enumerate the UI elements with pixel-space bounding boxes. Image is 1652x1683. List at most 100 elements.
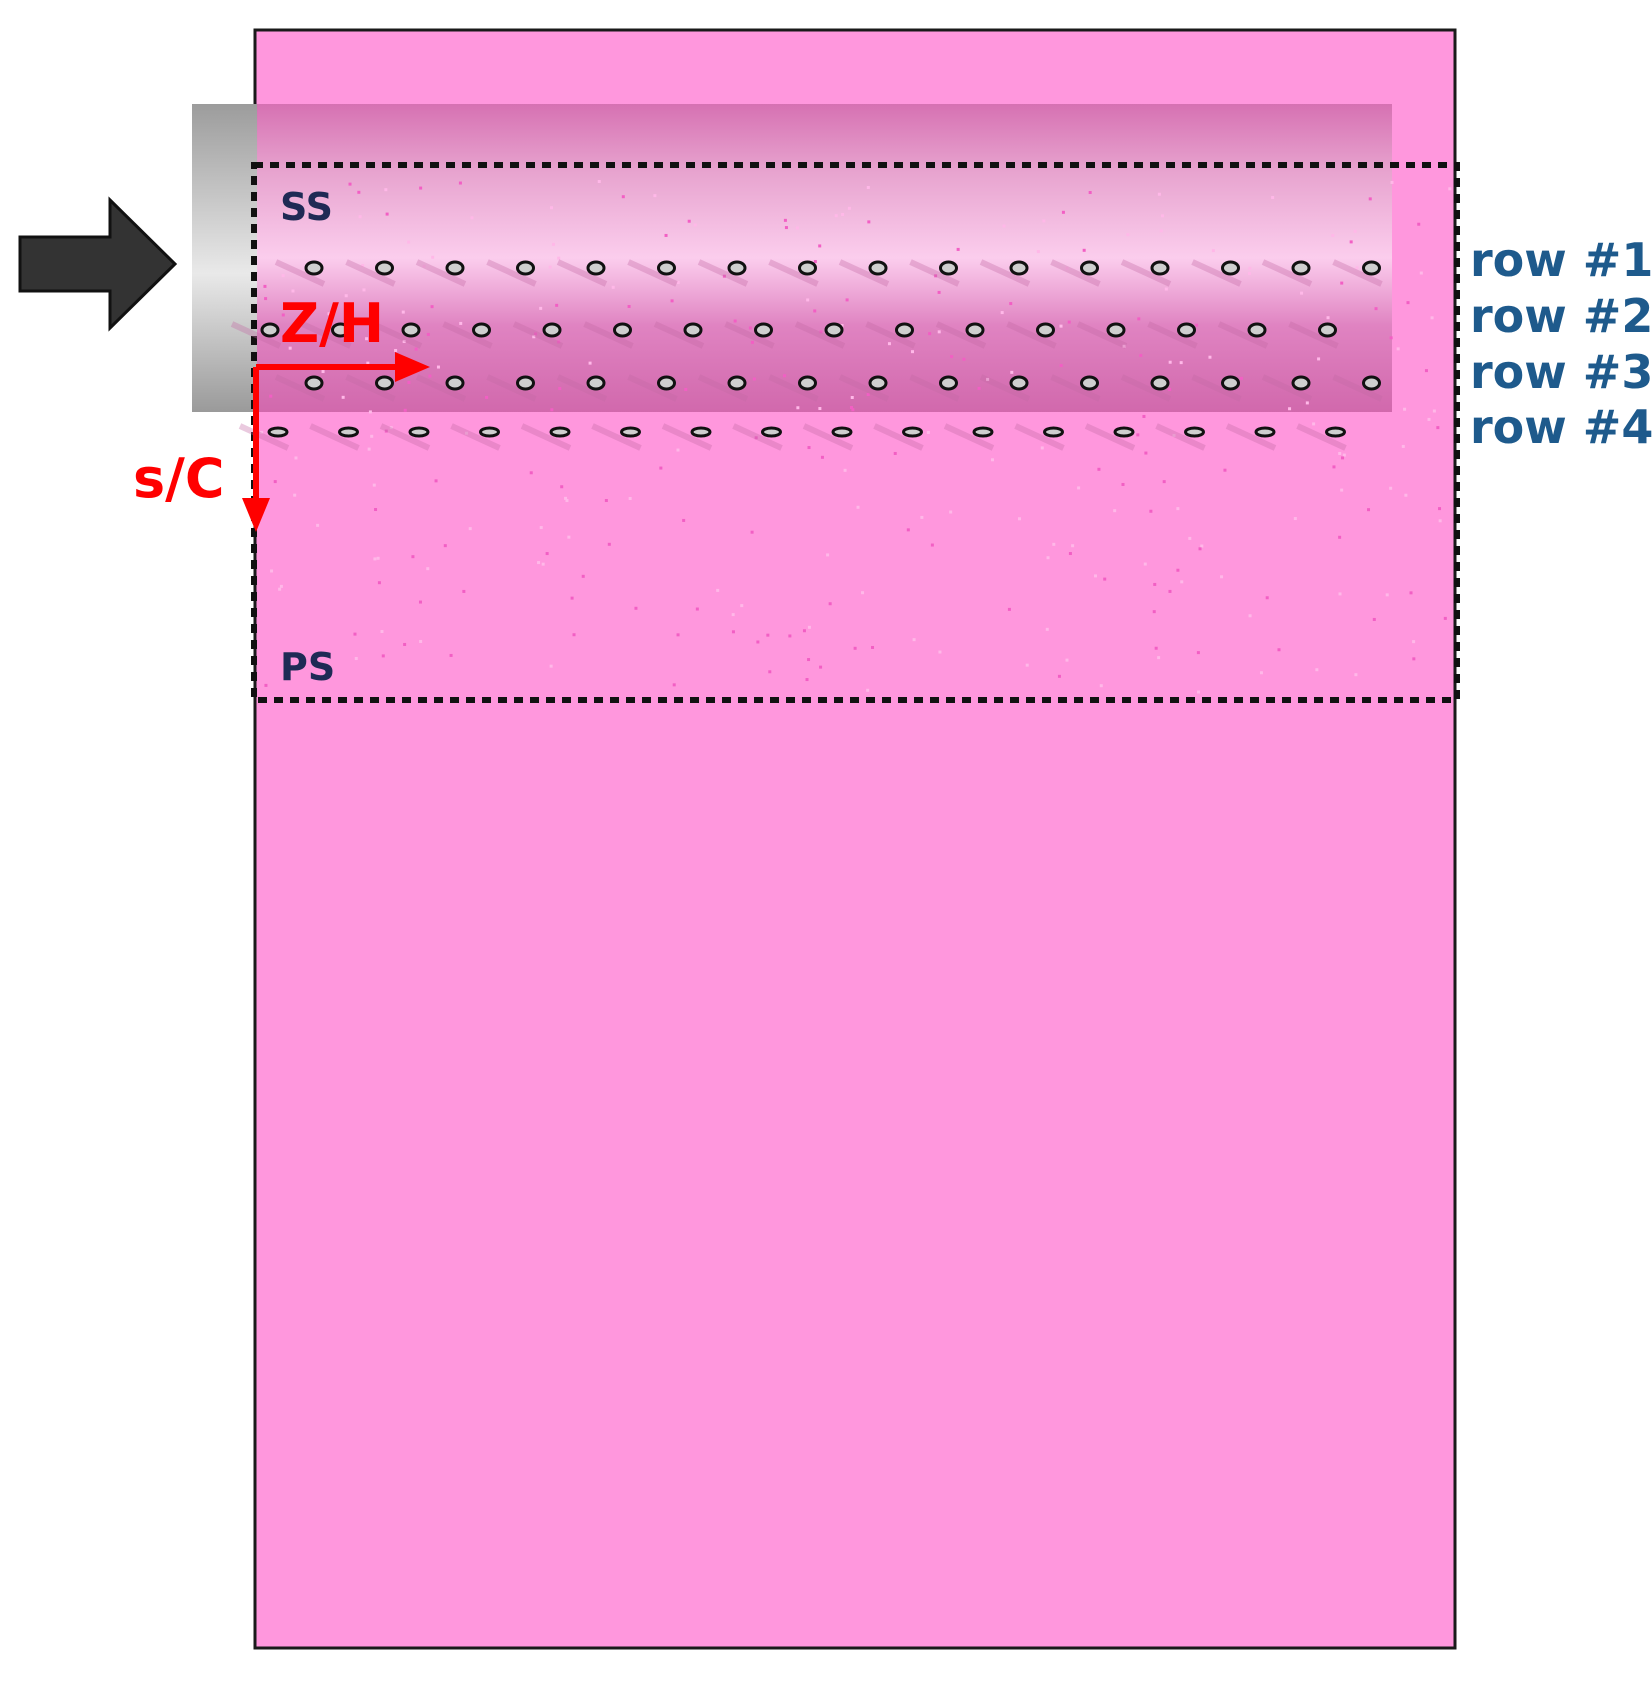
speckle-dot <box>1142 414 1146 418</box>
speckle-dot <box>866 185 870 189</box>
hole-streak <box>865 321 916 349</box>
speckle-dot <box>819 665 823 669</box>
speckle-dot <box>1432 409 1436 413</box>
speckle-dot <box>362 288 366 292</box>
hole-streak <box>274 259 326 287</box>
speckle-dot <box>588 361 592 365</box>
speckle-dot <box>358 215 362 219</box>
hole-streak <box>768 259 819 287</box>
speckle-dot <box>321 370 325 374</box>
speckle-dot <box>1340 281 1344 285</box>
speckle-dot <box>802 629 806 633</box>
speckle-dot <box>1430 316 1434 320</box>
cooling-hole <box>1177 322 1196 338</box>
speckle-dot <box>1197 690 1201 694</box>
speckle-dot <box>1293 517 1297 521</box>
speckle-dot <box>977 386 981 390</box>
speckle-dot <box>1326 316 1330 320</box>
speckle-dot <box>1154 646 1158 650</box>
speckle-dot <box>962 357 966 361</box>
speckle-dot <box>684 387 688 391</box>
speckle-dot <box>843 468 847 472</box>
surface-speckle <box>260 180 1452 694</box>
cooling-hole <box>683 322 703 338</box>
hole-streak <box>1296 423 1347 451</box>
speckle-dot <box>1040 446 1044 450</box>
speckle-dot <box>1396 347 1400 351</box>
hole-streak <box>1155 423 1206 451</box>
cooling-hole <box>1009 260 1029 276</box>
speckle-dot <box>788 634 792 638</box>
speckle-dot <box>818 407 822 411</box>
hole-streak <box>556 259 608 287</box>
hole-streak <box>1147 321 1198 349</box>
speckle-dot <box>269 394 273 398</box>
speckle-dot <box>1419 271 1423 275</box>
speckle-dot <box>537 561 541 565</box>
speckle-dot <box>1002 224 1006 228</box>
speckle-dot <box>750 340 754 344</box>
speckle-dot <box>1144 451 1148 455</box>
hole-streak <box>1050 259 1101 287</box>
speckle-dot <box>1009 302 1013 306</box>
hole-streak <box>520 423 572 451</box>
speckle-dot <box>1122 344 1126 348</box>
hole-streak <box>661 423 713 451</box>
speckle-dot <box>682 518 686 522</box>
speckle-dot <box>1010 370 1014 374</box>
hole-streak <box>591 423 642 451</box>
speckle-dot <box>906 528 910 532</box>
speckle-dot <box>1168 360 1172 364</box>
speckle-dot <box>783 374 787 378</box>
speckle-dot <box>422 264 426 268</box>
hole-streak <box>1332 374 1383 402</box>
hole-streak <box>838 259 890 287</box>
speckle-dot <box>1372 617 1376 621</box>
speckle-dot <box>560 485 564 489</box>
speckle-dot <box>1180 580 1184 584</box>
speckle-dot <box>1136 433 1140 437</box>
speckle-dot <box>1277 648 1281 652</box>
speckle-dot <box>850 396 854 400</box>
cooling-hole <box>1291 375 1311 391</box>
speckle-dot <box>634 606 638 610</box>
speckle-dot <box>1354 673 1358 677</box>
cooling-hole <box>260 322 280 338</box>
speckle-dot <box>1168 387 1172 391</box>
speckle-dot <box>263 284 267 288</box>
speckle-dot <box>807 658 811 662</box>
speckle-dot <box>368 410 372 414</box>
speckle-dot <box>1211 249 1215 253</box>
hole-streak <box>274 374 326 402</box>
speckle-dot <box>365 337 369 341</box>
cooling-hole <box>1221 260 1240 276</box>
speckle-dot <box>376 556 380 560</box>
hole-streak <box>583 321 634 349</box>
speckle-dot <box>402 339 406 343</box>
speckle-dot <box>1077 486 1081 490</box>
speckle-dot <box>949 510 953 514</box>
speckle-dot <box>1404 493 1408 497</box>
hole-streak <box>1076 321 1128 349</box>
red-down-arrow-icon <box>242 367 270 532</box>
speckle-dot <box>722 274 726 278</box>
cooling-hole <box>516 260 535 276</box>
speckle-dot <box>676 633 680 637</box>
cooling-hole <box>1221 375 1240 391</box>
speckle-dot <box>1195 323 1199 327</box>
speckle-dot <box>1409 591 1413 595</box>
speckle-dot <box>986 377 990 381</box>
speckle-dot <box>1200 544 1204 548</box>
speckle-dot <box>1149 509 1153 513</box>
speckle-dot <box>426 567 430 571</box>
speckle-dot <box>687 219 691 223</box>
cooling-hole <box>516 375 535 391</box>
cooling-hole <box>1362 260 1381 276</box>
speckle-dot <box>1162 480 1166 484</box>
speckle-dot <box>1406 301 1410 305</box>
cooling-hole <box>1113 426 1135 438</box>
cooling-hole <box>965 322 985 338</box>
speckle-dot <box>374 508 378 512</box>
speckle-dot <box>813 309 817 313</box>
speckle-dot <box>733 319 737 323</box>
